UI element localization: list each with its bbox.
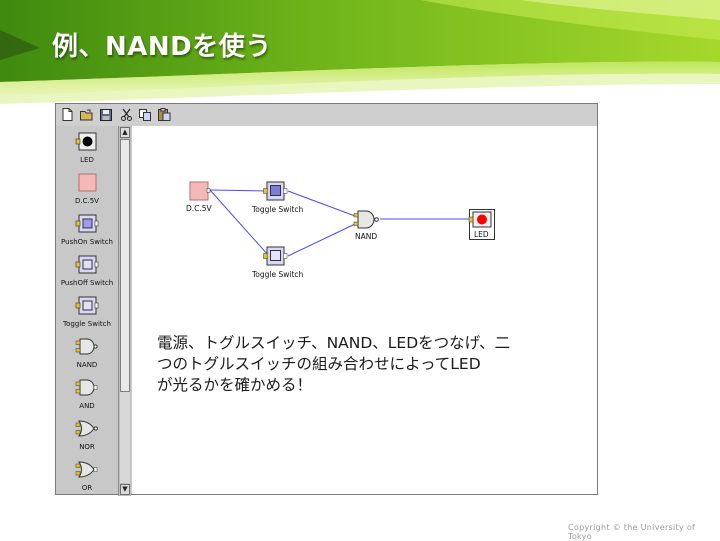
circuit-canvas[interactable]: D.C.5V Toggle Switch Toggle Switch — [132, 126, 597, 494]
or-gate-icon — [75, 461, 98, 478]
description-text: 電源、トグルスイッチ、NAND、LEDをつなげ、二 つのトグルスイッチの組み合わ… — [157, 333, 547, 396]
description-line-2: つのトグルスイッチの組み合わせによってLED — [157, 355, 481, 373]
palette-item-label: OR — [81, 484, 93, 492]
led-icon — [75, 132, 97, 151]
scroll-up-arrow[interactable]: ▲ — [120, 127, 130, 138]
toggle-switch-1[interactable] — [262, 181, 288, 203]
toggle-switch-icon — [75, 296, 99, 315]
dc-power-label: D.C.5V — [186, 204, 212, 213]
toggle-switch-2[interactable] — [262, 246, 288, 268]
led-lit-icon — [468, 209, 495, 240]
palette-scrollbar[interactable]: ▲ ▼ — [118, 126, 131, 496]
wire-dc-to-toggle1 — [209, 189, 270, 192]
led-label: LED — [474, 230, 489, 239]
new-file-icon[interactable] — [60, 107, 75, 122]
nand-gate-icon — [353, 210, 379, 229]
palette-item-label: NAND — [76, 361, 98, 369]
palette-item-or[interactable]: OR — [56, 460, 118, 494]
nor-gate-icon — [75, 420, 98, 437]
paste-icon[interactable] — [157, 107, 172, 122]
toolbar — [56, 104, 597, 127]
copyright-footer: Copyright © the University of Tokyo — [568, 523, 696, 541]
palette-item-label: NOR — [79, 443, 95, 451]
palette-item-pushoff-switch[interactable]: PushOff Switch — [56, 255, 118, 295]
palette-item-label: PushOn Switch — [61, 238, 113, 246]
nand-gate-icon — [75, 338, 98, 355]
dc-power-source[interactable] — [189, 180, 211, 202]
and-gate-icon — [75, 379, 98, 396]
open-folder-icon[interactable] — [79, 107, 94, 122]
palette-item-and[interactable]: AND — [56, 378, 118, 418]
palette-item-label: AND — [79, 402, 95, 410]
palette-item-nand[interactable]: NAND — [56, 337, 118, 377]
nand-gate[interactable] — [353, 209, 381, 231]
toggle-switch-on-icon — [263, 181, 288, 201]
pushon-switch-icon — [75, 214, 99, 233]
cut-icon[interactable] — [119, 107, 134, 122]
wire-toggle2-to-nand — [287, 223, 356, 257]
power-source-icon — [189, 181, 211, 201]
toggle-switch-1-label: Toggle Switch — [252, 205, 304, 214]
toggle-switch-off-icon — [263, 246, 288, 266]
scroll-down-arrow[interactable]: ▼ — [120, 484, 130, 495]
palette-item-led[interactable]: LED — [56, 132, 118, 172]
palette-item-nor[interactable]: NOR — [56, 419, 118, 459]
wire-toggle1-to-nand — [287, 190, 356, 217]
power-source-icon — [78, 173, 97, 192]
palette-item-label: D.C.5V — [75, 197, 99, 205]
description-line-3: が光るかを確かめる！ — [157, 376, 313, 394]
palette-item-label: Toggle Switch — [63, 320, 111, 328]
description-line-1: 電源、トグルスイッチ、NAND、LEDをつなげ、二 — [157, 334, 511, 352]
toggle-switch-2-label: Toggle Switch — [252, 270, 304, 279]
wires — [209, 189, 470, 257]
palette-item-toggle-switch[interactable]: Toggle Switch — [56, 296, 118, 336]
palette-item-label: LED — [80, 156, 94, 164]
save-icon[interactable] — [98, 107, 113, 122]
led-output[interactable] — [467, 208, 497, 242]
wire-dc-to-toggle2 — [209, 189, 270, 257]
slide-title: 例、NANDを使う — [52, 32, 272, 62]
scroll-thumb[interactable] — [120, 139, 130, 392]
palette-item-pushon-switch[interactable]: PushOn Switch — [56, 214, 118, 254]
copy-icon[interactable] — [138, 107, 153, 122]
component-palette: LED D.C.5V PushOn Switch Push — [56, 126, 119, 494]
palette-item-label: PushOff Switch — [60, 279, 114, 287]
nand-gate-label: NAND — [355, 232, 378, 241]
title-banner — [0, 0, 720, 104]
pushoff-switch-icon — [75, 255, 99, 274]
palette-item-dc5v[interactable]: D.C.5V — [56, 173, 118, 213]
circuit-simulator-window: LED D.C.5V PushOn Switch Push — [55, 103, 598, 496]
